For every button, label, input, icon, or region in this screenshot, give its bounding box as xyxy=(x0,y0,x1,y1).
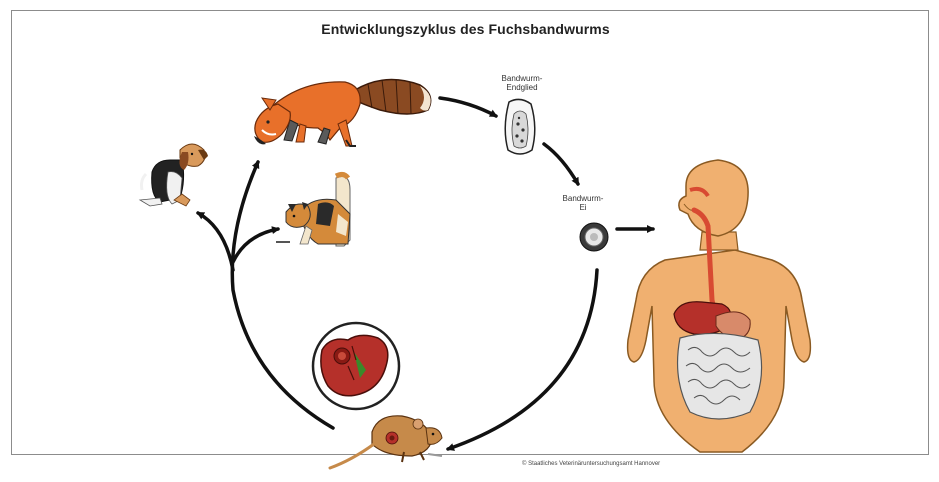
proglottid-illustration xyxy=(505,99,535,154)
rodent-illustration xyxy=(330,416,442,468)
proglottid-label-line2: Endglied xyxy=(492,83,552,92)
egg-label-line1: Bandwurm- xyxy=(553,194,613,203)
cycle-arrows xyxy=(198,98,653,449)
human-illustration xyxy=(628,160,811,452)
proglottid-label-line1: Bandwurm- xyxy=(492,74,552,83)
proglottid-label: Bandwurm- Endglied xyxy=(492,74,552,92)
arrow-branch-to-dog xyxy=(198,213,233,270)
arrow-proglottid-to-egg xyxy=(544,144,578,184)
arrow-branch-to-cat xyxy=(233,229,278,262)
egg-illustration xyxy=(580,223,608,251)
copyright-credit: © Staatliches Veterinäruntersuchungsamt … xyxy=(522,461,660,467)
cat-illustration xyxy=(276,174,350,246)
arrow-fox-to-proglottid xyxy=(440,98,496,116)
egg-label-line2: Ei xyxy=(553,203,613,212)
arrow-egg-to-rodent xyxy=(448,270,597,449)
egg-label: Bandwurm- Ei xyxy=(553,194,613,212)
fox-illustration xyxy=(254,79,431,146)
dog-illustration xyxy=(140,144,208,206)
infected-liver-inset xyxy=(313,323,399,409)
